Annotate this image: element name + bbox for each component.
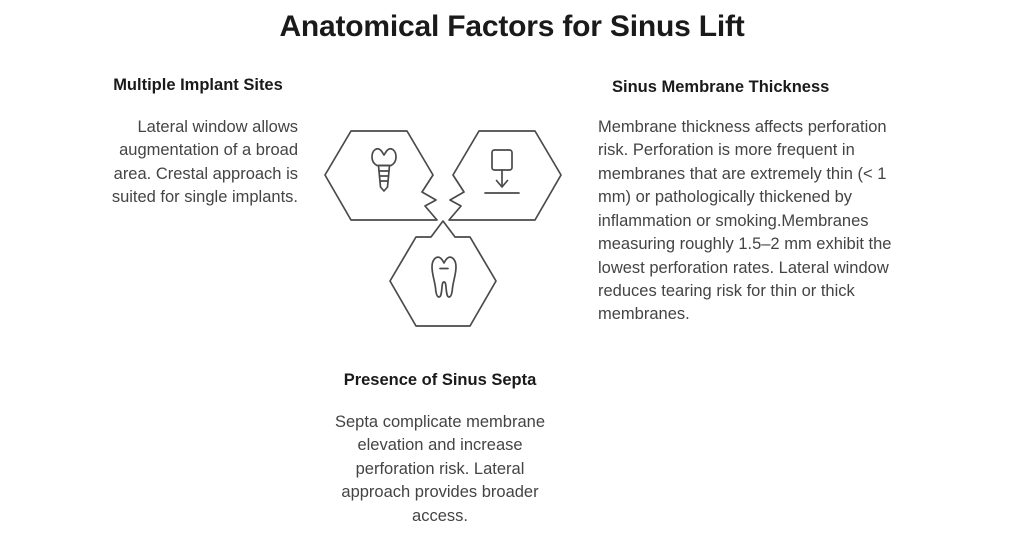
implant-crown bbox=[371, 148, 397, 167]
page-title: Anatomical Factors for Sinus Lift bbox=[279, 10, 745, 43]
implant-screw-body bbox=[377, 164, 391, 192]
section-body-right: Membrane thickness affects perforation r… bbox=[598, 118, 892, 324]
molar-tooth-icon bbox=[431, 256, 457, 298]
hexagon-dental-implant bbox=[324, 130, 438, 221]
section-body-left: Lateral window allows augmentation of a … bbox=[111, 118, 298, 207]
section-heading-left: Multiple Implant Sites bbox=[113, 76, 283, 94]
hexagon-shape-right-notch bbox=[324, 130, 438, 221]
tooth-outline bbox=[431, 256, 457, 298]
hexagon-shape-left-notch bbox=[448, 130, 562, 221]
graft-square bbox=[491, 149, 513, 171]
hexagon-shape-top-notch bbox=[389, 220, 497, 327]
hexagon-bone-graft-placement bbox=[448, 130, 562, 221]
section-presence-of-sinus-septa: Presence of Sinus Septa Septa complicate… bbox=[330, 371, 550, 528]
hexagon-cluster-svg bbox=[324, 130, 562, 327]
section-sinus-membrane-thickness: Sinus Membrane Thickness Membrane thickn… bbox=[598, 78, 920, 327]
arrow-head bbox=[495, 179, 509, 188]
hexagon-molar-tooth bbox=[389, 220, 497, 327]
section-body-bottom: Septa complicate membrane elevation and … bbox=[334, 413, 546, 525]
section-multiple-implant-sites: Multiple Implant Sites Lateral window al… bbox=[98, 76, 298, 210]
hexagon-icon-cluster bbox=[318, 118, 568, 350]
bone-graft-placement-icon bbox=[484, 149, 520, 194]
section-heading-right: Sinus Membrane Thickness bbox=[612, 78, 830, 96]
dental-implant-icon bbox=[371, 148, 397, 192]
section-heading-bottom: Presence of Sinus Septa bbox=[343, 371, 537, 389]
